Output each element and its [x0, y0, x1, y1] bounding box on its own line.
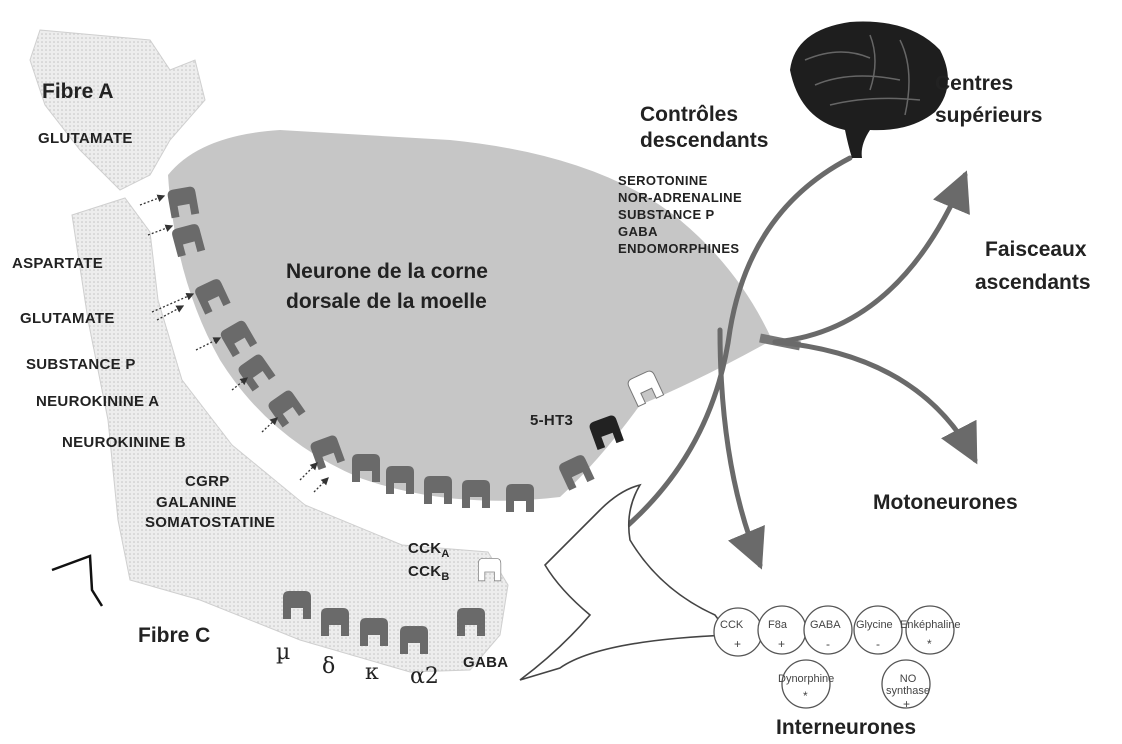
- cell-sign: +: [734, 637, 741, 651]
- cell-sign: *: [803, 689, 808, 703]
- transmitter-label: NEUROKININE A: [36, 393, 159, 410]
- mu-label: µ: [276, 640, 290, 665]
- descending-title-line2: descendants: [640, 129, 768, 153]
- cell-sign: -: [826, 637, 830, 651]
- transmitter-label: CGRP: [185, 473, 230, 490]
- interneuron-outline: [520, 485, 730, 680]
- neuron-label-line1: Neurone de la corne: [286, 260, 488, 284]
- transmitter-label: GLUTAMATE: [38, 130, 133, 147]
- transmitter-label: SUBSTANCE P: [26, 356, 136, 373]
- ccka-label: CCKA: [408, 540, 450, 560]
- transmitter-label: NEUROKININE B: [62, 434, 186, 451]
- neuron-label-line2: dorsale de la moelle: [286, 290, 487, 314]
- delta-label: δ: [322, 654, 335, 679]
- receptor: [506, 484, 534, 512]
- fiber-c-label: Fibre C: [138, 624, 210, 648]
- motoneurons-label: Motoneurones: [873, 491, 1018, 515]
- transmitter-label: GALANINE: [156, 494, 237, 511]
- receptor: [462, 480, 490, 508]
- descending-substance: ENDOMORPHINES: [618, 241, 740, 256]
- kappa-label: κ: [365, 660, 379, 685]
- receptor: [386, 466, 414, 494]
- cell-sign: +: [778, 637, 785, 651]
- cckb-label: CCKB: [408, 563, 450, 583]
- upper-centers-line1: Centres: [935, 72, 1013, 96]
- cell-label: GABA: [810, 619, 841, 631]
- cell-label: F8a: [768, 619, 787, 631]
- ascending-line1: Faisceaux: [985, 238, 1087, 262]
- descending-substance: NOR-ADRENALINE: [618, 190, 742, 205]
- cell-label: Dynorphine: [778, 673, 834, 685]
- cell-sign: -: [876, 637, 880, 651]
- descending-substance: SUBSTANCE P: [618, 207, 715, 222]
- interneurons-label: Interneurones: [776, 716, 916, 740]
- cell-label: Enképhaline: [900, 619, 961, 631]
- alpha2-label: α2: [410, 664, 439, 689]
- cell-sign: +: [903, 697, 910, 711]
- transmitter-label: SOMATOSTATINE: [145, 514, 275, 531]
- ascending-line2: ascendants: [975, 271, 1091, 295]
- gaba-receptor-label: GABA: [463, 654, 508, 671]
- cell-label: CCK: [720, 619, 743, 631]
- transmitter-label: GLUTAMATE: [20, 310, 115, 327]
- brain-icon: [790, 22, 948, 158]
- upper-centers-line2: supérieurs: [935, 104, 1042, 128]
- fiber-a-label: Fibre A: [42, 80, 114, 104]
- cell-sign: *: [927, 637, 932, 651]
- descending-substance: GABA: [618, 224, 658, 239]
- cell-label: NO synthase: [884, 673, 932, 697]
- descending-title-line1: Contrôles: [640, 103, 738, 127]
- 5ht3-label: 5-HT3: [530, 412, 573, 429]
- descending-substance: SEROTONINE: [618, 173, 708, 188]
- cell-label: Glycine: [856, 619, 893, 631]
- transmitter-label: ASPARTATE: [12, 255, 103, 272]
- receptor: [424, 476, 452, 504]
